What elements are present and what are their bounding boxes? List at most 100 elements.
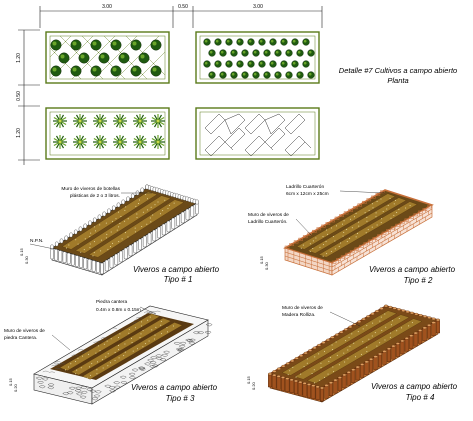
seed-dot [408, 325, 409, 326]
log-end-icon [427, 324, 431, 326]
seed-dot [142, 346, 143, 347]
dim-label-side-bottom: 1.20 [16, 128, 22, 138]
seedling-highlight-icon [254, 73, 257, 76]
plan-view: 3.00 0.50 3.00 1.20 0.50 1.20 [16, 4, 457, 165]
shrub-highlight-icon [61, 55, 65, 59]
shrub-icon [59, 53, 69, 63]
seed-dot [331, 227, 332, 228]
seed-dot [365, 212, 366, 213]
log-post-icon [396, 344, 400, 357]
log-post-icon [369, 359, 373, 372]
seed-dot [335, 248, 336, 249]
type-3-caption: Viveros a campo abierto [131, 383, 218, 392]
dim-label-side-mid: 0.50 [16, 91, 22, 101]
log-post-icon [383, 351, 387, 364]
seed-dot [321, 367, 322, 368]
seed-dot [70, 363, 71, 364]
seedling-highlight-icon [205, 40, 208, 43]
seed-dot [84, 249, 85, 250]
seed-dot [303, 245, 304, 246]
bottle-top-icon [84, 224, 87, 228]
seed-dot [296, 377, 297, 378]
bottle-icon [181, 212, 184, 223]
seed-dot [376, 346, 377, 347]
seed-dot [174, 203, 175, 204]
log-end-icon [349, 326, 353, 328]
seed-dot [369, 210, 370, 211]
seed-dot [395, 200, 396, 201]
log-post-icon [414, 333, 418, 346]
log-end-icon [389, 306, 393, 308]
seed-dot [150, 221, 151, 222]
seed-dot [135, 228, 136, 229]
bottle-icon [96, 262, 99, 273]
seed-dot [366, 325, 367, 326]
seedling-highlight-icon [216, 40, 219, 43]
seed-dot [137, 217, 138, 218]
log-post-icon [347, 372, 351, 385]
seed-dot [292, 367, 293, 368]
seed-dot [396, 212, 397, 213]
seed-dot [151, 207, 152, 208]
seed-dot [68, 244, 69, 245]
seed-dot [118, 241, 119, 242]
seed-dot [391, 324, 392, 325]
bottle-top-icon [60, 239, 63, 243]
seed-dot [339, 364, 340, 365]
seed-dot [319, 247, 320, 248]
seed-dot [343, 232, 344, 233]
log-post-icon [378, 354, 382, 367]
shrub-icon [71, 40, 81, 50]
seed-dot [401, 327, 402, 328]
log-end-icon [402, 310, 406, 312]
type-2-note-1: Ladrillo Cuarterón [286, 184, 324, 190]
log-end-icon [371, 313, 375, 315]
seedling-highlight-icon [282, 40, 285, 43]
seed-dot [90, 244, 91, 245]
seed-dot [357, 233, 358, 234]
seed-dot [307, 363, 308, 364]
seed-dot [344, 220, 345, 221]
seed-dot [125, 352, 126, 353]
type-4-note-2: Madera Rolliza. [282, 312, 315, 318]
shrub-icon [79, 53, 89, 63]
seed-dot [150, 218, 151, 219]
type-2-leader-1 [340, 191, 385, 193]
log-end-icon [419, 314, 423, 316]
type-2-caption: Viveros a campo abierto [369, 265, 456, 274]
log-post-icon [290, 380, 294, 393]
log-post-icon [360, 364, 364, 377]
seed-dot [88, 354, 89, 355]
seedling-highlight-icon [271, 40, 274, 43]
seed-dot [312, 248, 313, 249]
seed-dot [96, 369, 97, 370]
seed-dot [124, 210, 125, 211]
log-end-icon [290, 379, 294, 381]
seed-dot [135, 206, 136, 207]
seed-dot [412, 322, 413, 323]
seed-dot [145, 343, 146, 344]
seed-dot [344, 362, 345, 363]
seed-dot [375, 216, 376, 217]
iso-type-2: Ladrillo Cuarterón 6cm x 12cm x 25cm Mur… [248, 184, 456, 285]
seedling-highlight-icon [243, 51, 246, 54]
log-end-icon [423, 327, 427, 329]
seed-dot [111, 231, 112, 232]
seed-dot [147, 320, 148, 321]
seed-dot [318, 353, 319, 354]
plant-core [59, 120, 62, 123]
seed-dot [98, 345, 99, 346]
bottle-icon [124, 248, 127, 259]
seed-dot [366, 221, 367, 222]
bottle-top-icon [69, 233, 72, 237]
seed-dot [340, 243, 341, 244]
shrub-highlight-icon [101, 55, 105, 59]
seed-dot [366, 217, 367, 218]
log-end-icon [277, 375, 281, 377]
shrub-highlight-icon [93, 68, 97, 72]
type-4-note-1: Muro de viveros de [282, 305, 323, 311]
seed-dot [380, 199, 381, 200]
seed-dot [384, 340, 385, 341]
log-end-icon [335, 334, 339, 336]
seed-dot [289, 370, 290, 371]
